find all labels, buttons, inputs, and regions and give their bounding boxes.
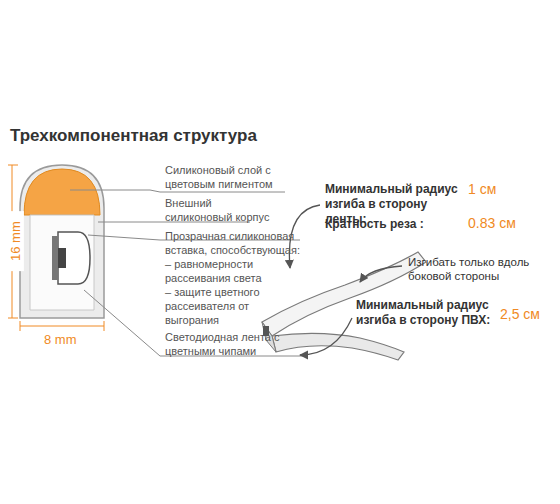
diagram-title: Трехкомпонентная структура (10, 126, 257, 146)
spec-label: Кратность реза : (325, 217, 465, 232)
note: – равномерности рассеивания света (165, 258, 300, 286)
spec-value: 2,5 см (500, 306, 556, 324)
spec-value: 0.83 см (468, 215, 548, 233)
note: – защите цветного рассеивателя от выгора… (165, 286, 300, 327)
spec-value: 1 см (468, 181, 548, 199)
part-name: Прозрачная силиконовая вставка, способст… (165, 230, 300, 258)
dimension: 16 mm (8, 211, 24, 271)
note: Изгибать только вдоль боковой стороны (408, 255, 556, 284)
part-name: Светодиодная лента с цветными чипами (165, 331, 290, 359)
spec-label: Минимальный радиус изгиба в сторону ПВХ: (356, 298, 498, 328)
neon-cross-section (20, 165, 104, 318)
part-name: Силиконовый слой с цветовым пигментом (165, 164, 290, 192)
dimension: 8 mm (44, 332, 104, 348)
part-name: Внешний силиконовый корпус (165, 197, 275, 225)
